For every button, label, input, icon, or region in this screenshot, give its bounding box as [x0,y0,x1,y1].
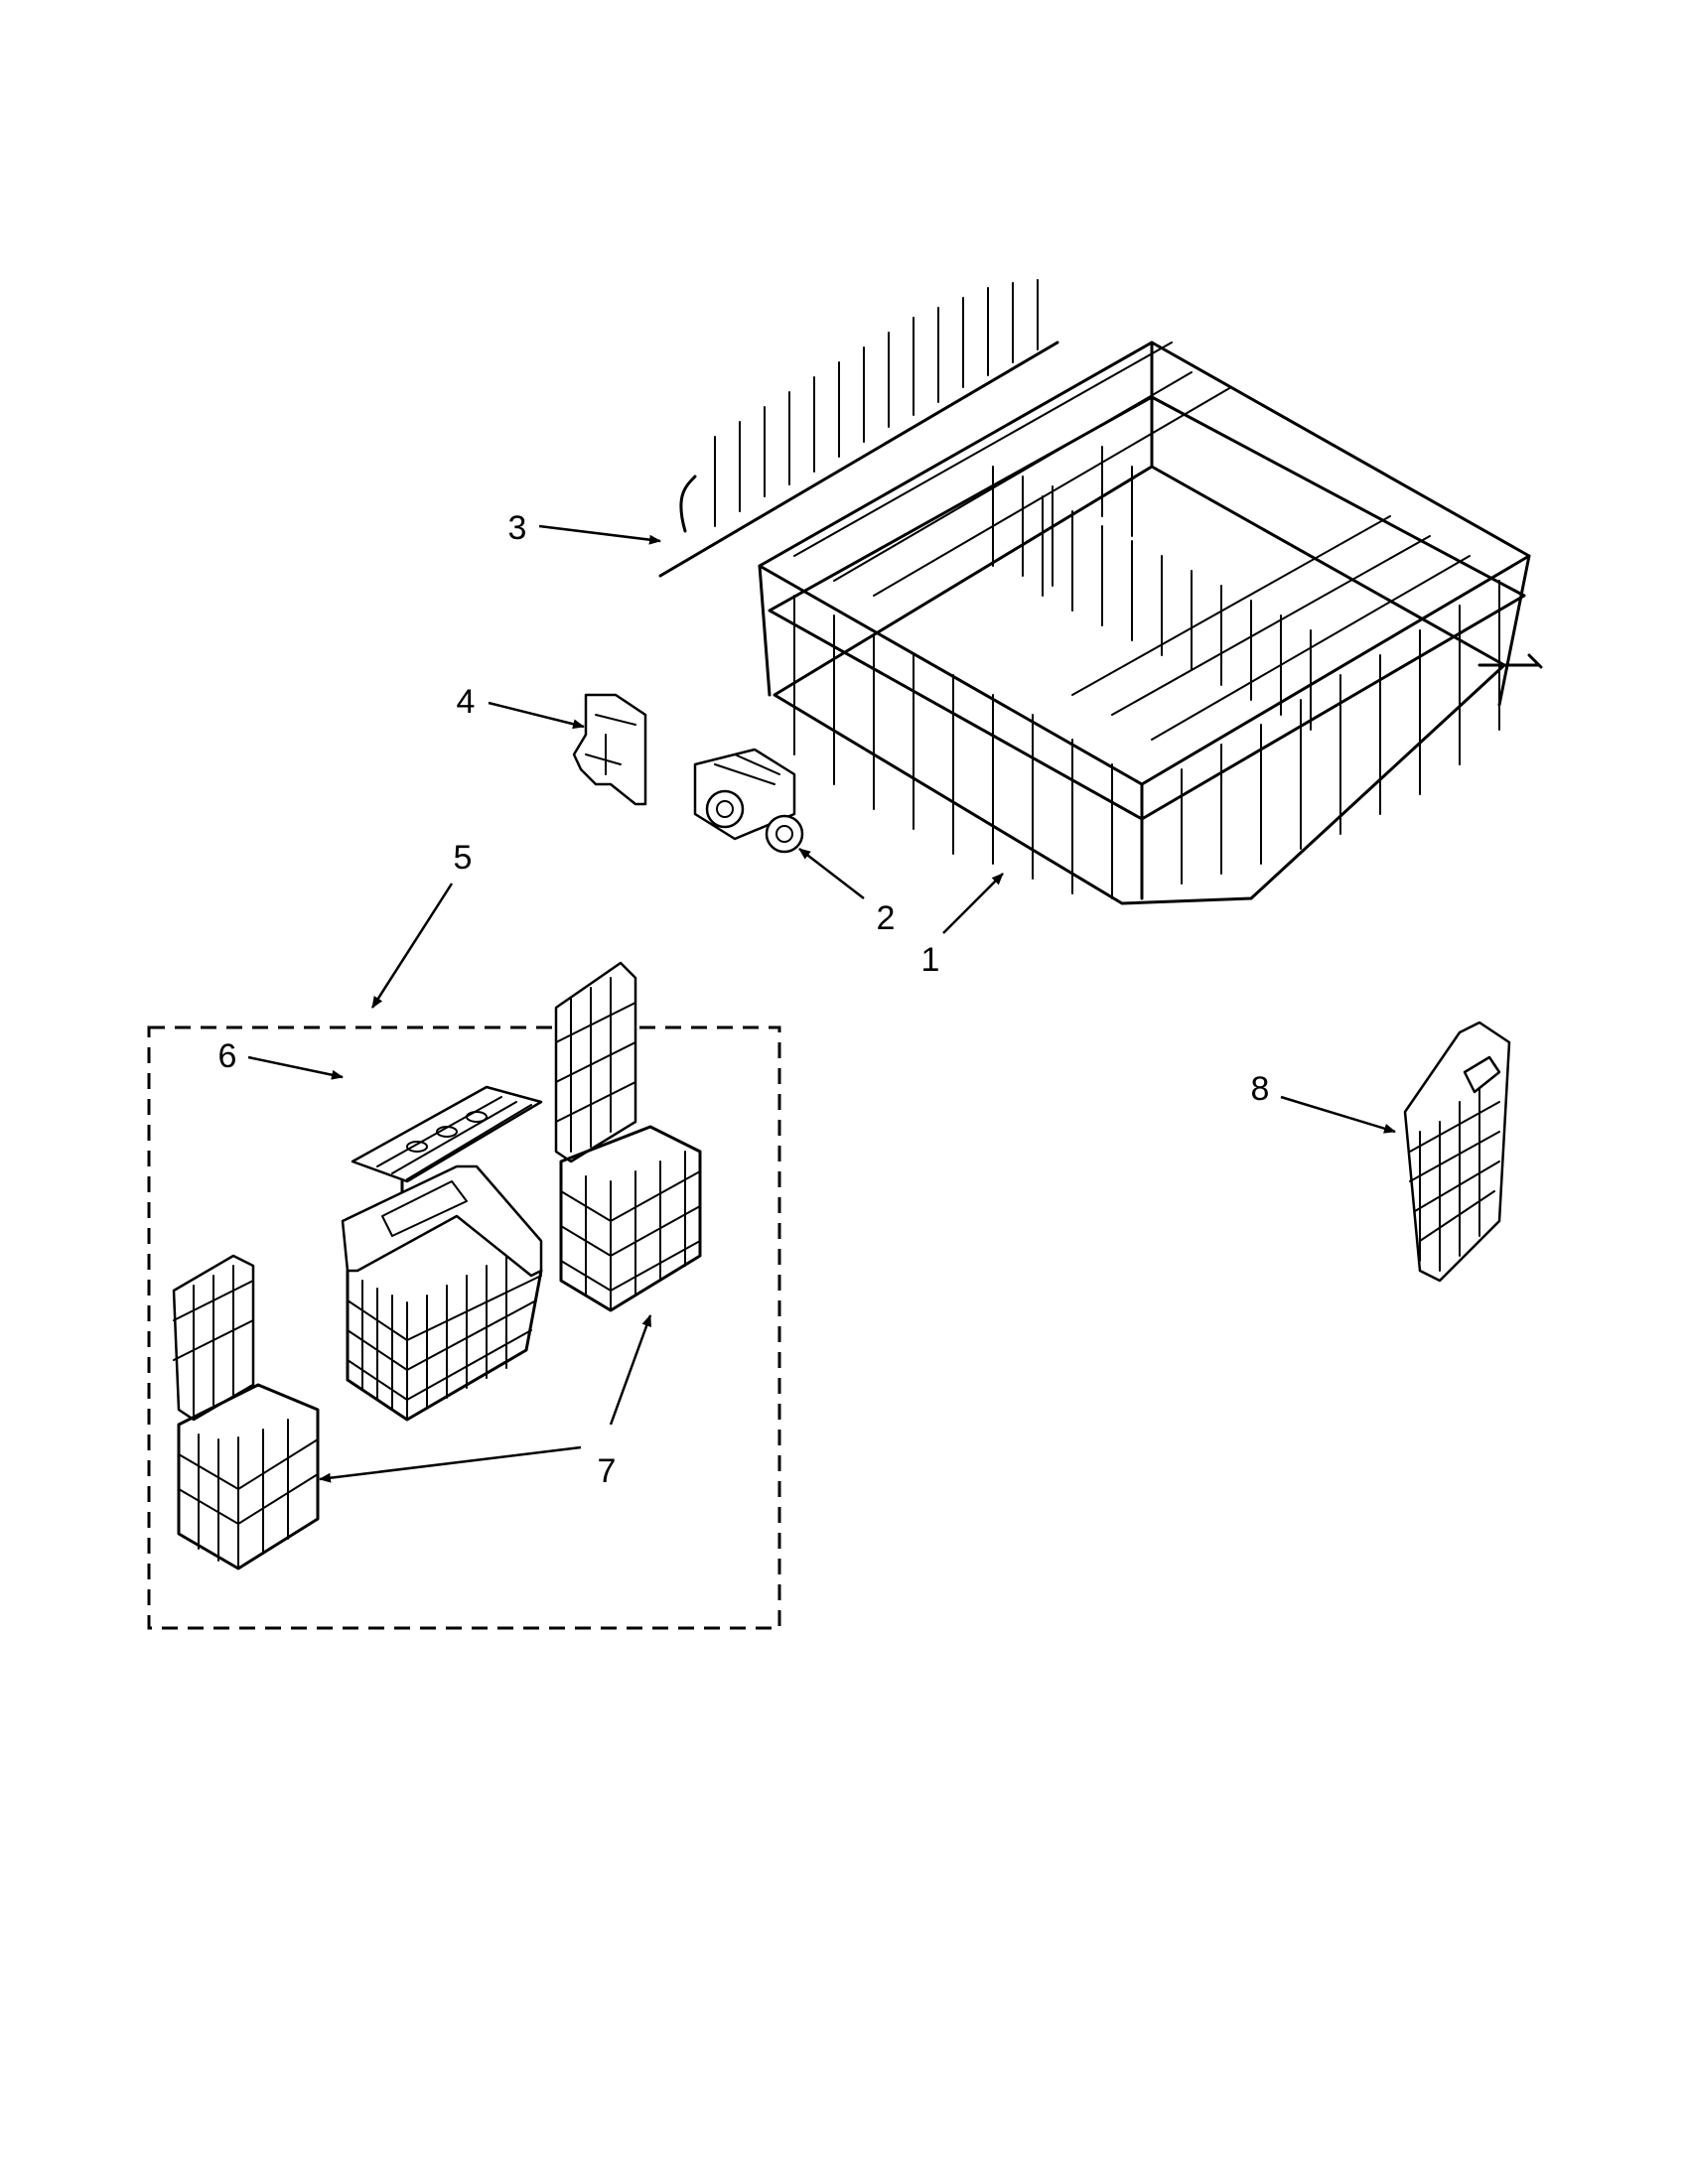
leader-line-7a [319,1445,582,1483]
leader-line-7b [609,1314,652,1426]
tine-row-part [658,279,1059,578]
right-silverware-basket-part [554,961,702,1312]
clip-part [572,693,647,806]
basket-kit-box [147,1025,781,1630]
lower-dishrack-part [758,341,1543,905]
roller-assembly-part [693,748,804,854]
leader-line-4 [488,701,585,730]
leader-line-3 [538,524,661,545]
left-silverware-basket-part [172,1254,320,1570]
leader-line-5 [370,883,454,1009]
callout-7: 7 [598,1452,617,1490]
leader-line-6 [247,1055,344,1080]
callout-3: 3 [508,509,527,547]
leader-line-2 [798,848,865,899]
callout-5: 5 [454,839,473,877]
leader-line-1 [942,873,1004,934]
callout-2: 2 [877,899,896,937]
callout-4: 4 [457,683,476,721]
center-silverware-basket-part [341,1164,543,1422]
leader-line-8 [1280,1095,1396,1134]
small-basket-part [1403,1021,1511,1283]
callout-1: 1 [921,941,940,979]
callout-6: 6 [218,1037,237,1075]
callout-8: 8 [1251,1070,1270,1108]
